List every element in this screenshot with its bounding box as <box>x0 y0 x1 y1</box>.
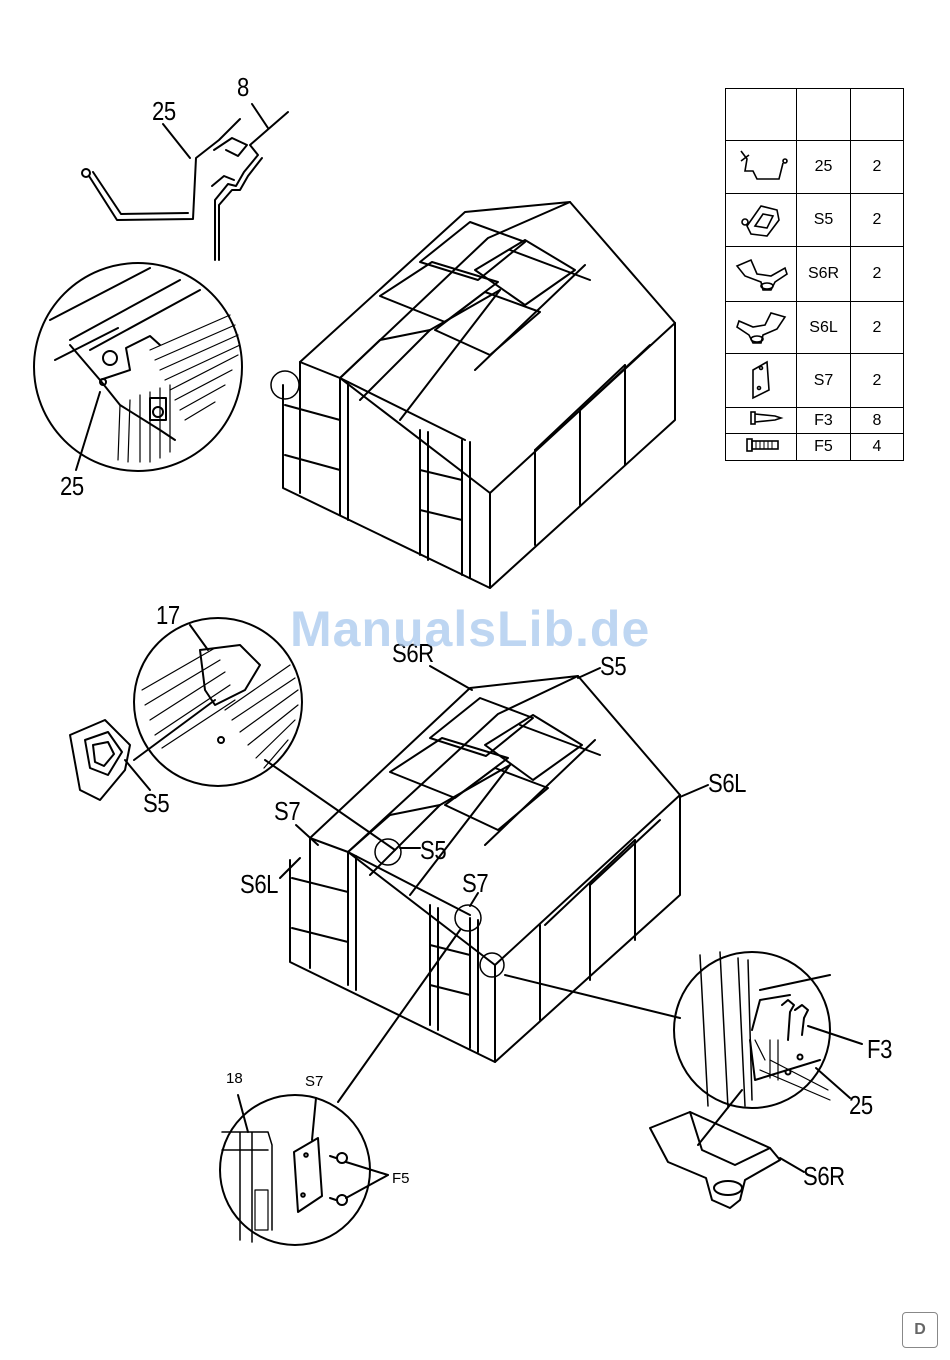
part-qty: 2 <box>851 194 904 247</box>
part-code: S6L <box>797 302 851 354</box>
part-code: S6R <box>797 247 851 302</box>
table-row: S6R 2 <box>726 247 904 302</box>
label-s5-center: S5 <box>420 837 446 863</box>
part-qty: 2 <box>851 247 904 302</box>
part-qty: 4 <box>851 434 904 461</box>
greenhouse-bottom <box>280 666 708 1102</box>
label-25-bottom: 25 <box>849 1092 873 1118</box>
table-row: S6L 2 <box>726 302 904 354</box>
label-8-profile: 8 <box>237 74 249 100</box>
table-row: F3 8 <box>726 408 904 434</box>
part-code: F3 <box>797 408 851 434</box>
screw-icon <box>731 408 791 428</box>
label-s7-left: S7 <box>274 798 300 824</box>
gutter-profile-sketch <box>82 104 288 260</box>
table-row: 25 2 <box>726 141 904 194</box>
part-qty: 2 <box>851 354 904 408</box>
label-s6r-bottom: S6R <box>803 1163 845 1189</box>
label-s5-cap: S5 <box>143 790 169 816</box>
part-qty: 8 <box>851 408 904 434</box>
downpipe-left-icon <box>731 303 791 347</box>
label-s7-small: S7 <box>305 1074 323 1089</box>
label-25-detail: 25 <box>60 473 84 499</box>
plate-icon <box>731 356 791 400</box>
table-header-row <box>726 89 904 141</box>
part-code: S5 <box>797 194 851 247</box>
label-s7-center: S7 <box>462 870 488 896</box>
page-letter-badge: D <box>902 1312 938 1348</box>
label-s6l-right: S6L <box>708 770 746 796</box>
part-code: F5 <box>797 434 851 461</box>
label-25-profile: 25 <box>152 98 176 124</box>
top-detail-circle <box>34 263 242 471</box>
watermark: ManualsLib.de <box>290 600 650 658</box>
label-17: 17 <box>156 602 180 628</box>
greenhouse-top <box>271 202 675 588</box>
part-code: S7 <box>797 354 851 408</box>
bolt-icon <box>731 435 791 455</box>
parts-table: 25 2 S5 2 S6R 2 S6L 2 S7 2 F3 8 <box>725 88 904 461</box>
part-qty: 2 <box>851 302 904 354</box>
table-row: S7 2 <box>726 354 904 408</box>
part-qty: 2 <box>851 141 904 194</box>
label-f5: F5 <box>392 1171 410 1186</box>
label-18: 18 <box>226 1071 243 1086</box>
table-row: F5 4 <box>726 434 904 461</box>
label-s6l-left: S6L <box>240 871 278 897</box>
gutter-profile-icon <box>731 145 791 185</box>
gutter-cap-icon <box>731 196 791 240</box>
table-row: S5 2 <box>726 194 904 247</box>
plate-detail-circle <box>220 1095 388 1245</box>
part-code: 25 <box>797 141 851 194</box>
label-f3: F3 <box>867 1036 892 1062</box>
downpipe-right-icon <box>731 250 791 294</box>
